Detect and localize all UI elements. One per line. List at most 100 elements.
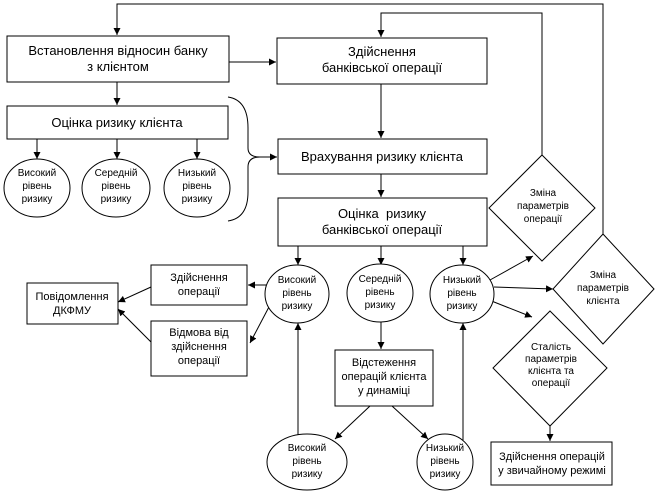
node-text-line: у звичайному режимі [498,465,606,477]
node-text-line: рівень [182,181,211,192]
node-dyn-low-risk: Низький рівень ризику [416,433,474,491]
node-text-line: операцій клієнта [342,371,428,383]
node-text-line: Здійснення [170,272,227,284]
node-text-line: Низький [443,275,481,286]
node-text-line: банківської операції [322,222,443,237]
node-text-line: Низький [426,443,464,454]
node-text-line: клієнта [586,296,620,307]
node-change-client-params: Зміна параметрів клієнта [552,233,655,345]
node-dyn-high-risk: Високий рівень ризику [266,433,348,491]
client-assessment-brace [227,96,261,222]
node-op-high-risk: Високий рівень ризику [264,264,330,324]
arrow-low-to-change-client [493,285,554,293]
node-text-line: операції [178,355,220,367]
node-text-line: рівень [282,288,311,299]
node-text-line: ризику [447,301,478,312]
node-text-line: Оцінка ризику клієнта [51,115,183,130]
node-text-line: Середній [359,274,402,285]
node-track-dynamics: Відстеження операцій клієнта у динаміці [334,349,434,407]
node-client-high-risk: Високий рівень ризику [3,158,71,218]
node-text-line: Здійснення [348,44,416,59]
node-text-line: операції [178,286,220,298]
node-text-line: Здійснення операцій [499,451,605,463]
svg-text:Врахування ризику клієнта: Врахування ризику клієнта [301,149,464,164]
node-text-line: ризику [22,194,53,205]
node-text-line: Зміна [530,188,557,199]
arrow-tracking-to-dyn-low [391,405,429,440]
node-perform-op-small: Здійснення операції [150,264,248,306]
node-client-medium-risk: Середній рівень ризику [81,158,151,218]
arrow-change-client-to-establish [113,3,604,234]
node-text-line: операції [532,378,571,389]
node-text-line: Відстеження [352,357,416,369]
node-text-line: ризику [430,469,461,480]
node-text-line: з клієнтом [87,59,149,74]
node-text-line: Середній [95,168,138,179]
node-text-line: рівень [430,456,459,467]
node-text-line: ДКФМУ [53,305,92,317]
node-text-line: рівень [101,181,130,192]
node-text-line: ризику [282,301,313,312]
node-text-line: ризику [101,194,132,205]
node-text-line: рівень [447,288,476,299]
node-text-line: Зміна [590,270,617,281]
node-text-line: Низький [178,168,216,179]
node-text-line: Високий [278,275,316,286]
node-op-medium-risk: Середній рівень ризику [346,263,414,323]
node-text-line: у динаміці [358,385,410,397]
node-text-line: ризику [365,300,396,311]
node-text-line: Сталість [531,342,571,353]
node-text-line: Високий [18,168,56,179]
node-text-line: Оцінка ризику [338,206,427,221]
arrow-high-to-refuse [249,304,271,344]
node-change-op-params: Зміна параметрів операції [488,154,596,262]
arrow-low-to-stable [488,299,533,318]
node-text-line: Врахування ризику клієнта [301,149,464,164]
node-text-line: операції [524,214,563,225]
node-text-line: банківської операції [322,60,443,75]
node-text-line: ризику [292,469,323,480]
node-text-line: Високий [288,443,326,454]
node-text-line: Встановлення відносин банку [28,43,208,58]
arrow-perform-op-to-notify [117,286,152,303]
node-text-line: рівень [292,456,321,467]
node-text-line: параметрів [517,201,569,212]
node-account-client-risk: Врахування ризику клієнта [277,138,488,175]
node-text-line: рівень [22,181,51,192]
arrow-change-op-to-perform [377,12,543,155]
node-perform-normal: Здійснення операцій у звичайному режимі [490,441,613,486]
node-op-low-risk: Низький рівень ризику [429,264,495,324]
node-text-line: Повідомлення [35,291,108,303]
arrow-tracking-to-dyn-high [334,405,371,440]
node-text-line: рівень [365,287,394,298]
arrow-low-to-change-op [489,255,534,281]
node-text-line: параметрів [525,354,577,365]
node-text-line: здійснення [171,341,227,353]
node-text-line: параметрів [577,283,629,294]
